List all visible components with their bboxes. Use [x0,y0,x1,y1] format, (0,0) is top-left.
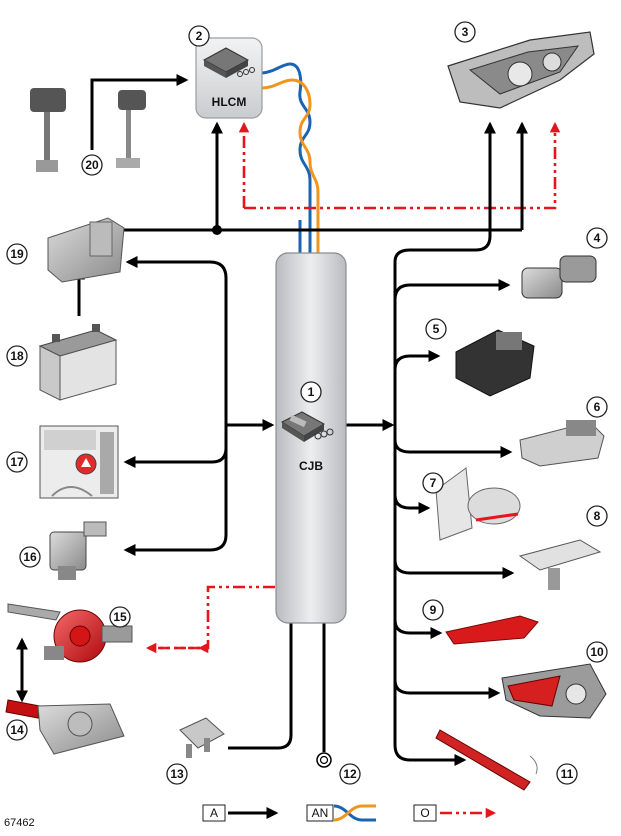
hlcm-chip-icon [202,47,255,78]
svg-text:11: 11 [561,767,574,781]
mirror-illustration [435,467,521,541]
headlamp-illustration [447,31,595,109]
callout-11: 11 [556,763,578,785]
svg-text:20: 20 [85,158,99,172]
callout-18: 18 [6,345,28,367]
svg-text:18: 18 [10,349,24,363]
can-network-lines [261,62,320,255]
fog-lamp-illustration [519,420,605,467]
svg-text:17: 17 [10,455,24,469]
svg-text:15: 15 [113,610,127,624]
actuator-illustration [455,329,535,397]
stop-lamp-illustration [435,729,538,791]
svg-text:7: 7 [430,476,437,490]
cjb-module: CJB [275,252,347,624]
callout-16: 16 [19,546,41,568]
svg-text:14: 14 [10,723,24,737]
battery-illustration [38,324,118,401]
legend: A AN O [202,804,497,822]
callout-6: 6 [586,396,608,418]
ground-icon [316,752,332,768]
legend-can-network: AN [306,804,376,822]
hlcm-label: HLCM [212,95,247,109]
svg-text:5: 5 [433,322,440,336]
plate-lamp-illustration [518,539,602,590]
hardwired-lines [15,74,528,766]
legend-optical: O [413,804,497,822]
height-sensor-illustration [30,88,146,172]
callout-4: 4 [586,227,608,249]
callout-1: 1 [300,381,322,403]
svg-text:AN: AN [312,806,329,820]
fuse-illustration [179,717,225,758]
figure-id: 67462 [4,817,35,829]
cjb-label: CJB [299,459,323,473]
svg-text:A: A [210,806,218,820]
callout-5: 5 [425,318,447,340]
callout-7: 7 [422,472,444,494]
svg-text:16: 16 [23,550,37,564]
svg-text:8: 8 [594,509,601,523]
svg-text:13: 13 [170,767,184,781]
hazard-switch-illustration [39,425,119,499]
svg-text:1: 1 [308,385,315,399]
brake-switch-illustration [49,521,107,580]
callout-19: 19 [6,243,28,265]
callout-3: 3 [454,21,476,43]
svg-text:2: 2 [196,29,203,43]
legend-hardwired: A [202,804,279,822]
option-lines [145,121,561,654]
rear-lamp-illustration [501,663,607,719]
pressure-sensor-illustration [521,255,597,299]
cjb-chip-icon [280,411,334,442]
svg-text:9: 9 [430,603,437,617]
callout-10: 10 [586,641,608,663]
svg-text:O: O [420,806,429,820]
callout-2: 2 [188,25,210,47]
steering-switch-illustration [7,603,133,663]
callout-20: 20 [81,154,103,176]
svg-text:19: 19 [10,247,24,261]
svg-text:12: 12 [343,767,357,781]
svg-text:4: 4 [594,231,601,245]
callout-17: 17 [6,451,28,473]
hlcm-module: HLCM [195,37,263,119]
svg-text:3: 3 [462,25,469,39]
reflector-illustration [445,615,539,645]
svg-text:6: 6 [594,400,601,414]
callout-15: 15 [109,606,131,628]
callout-8: 8 [586,505,608,527]
callout-14: 14 [6,719,28,741]
callout-12: 12 [339,763,361,785]
light-switch-illustration [47,217,125,283]
svg-text:10: 10 [590,645,604,659]
callout-9: 9 [422,599,444,621]
callout-13: 13 [166,763,188,785]
wiper-switch-illustration [5,699,125,755]
